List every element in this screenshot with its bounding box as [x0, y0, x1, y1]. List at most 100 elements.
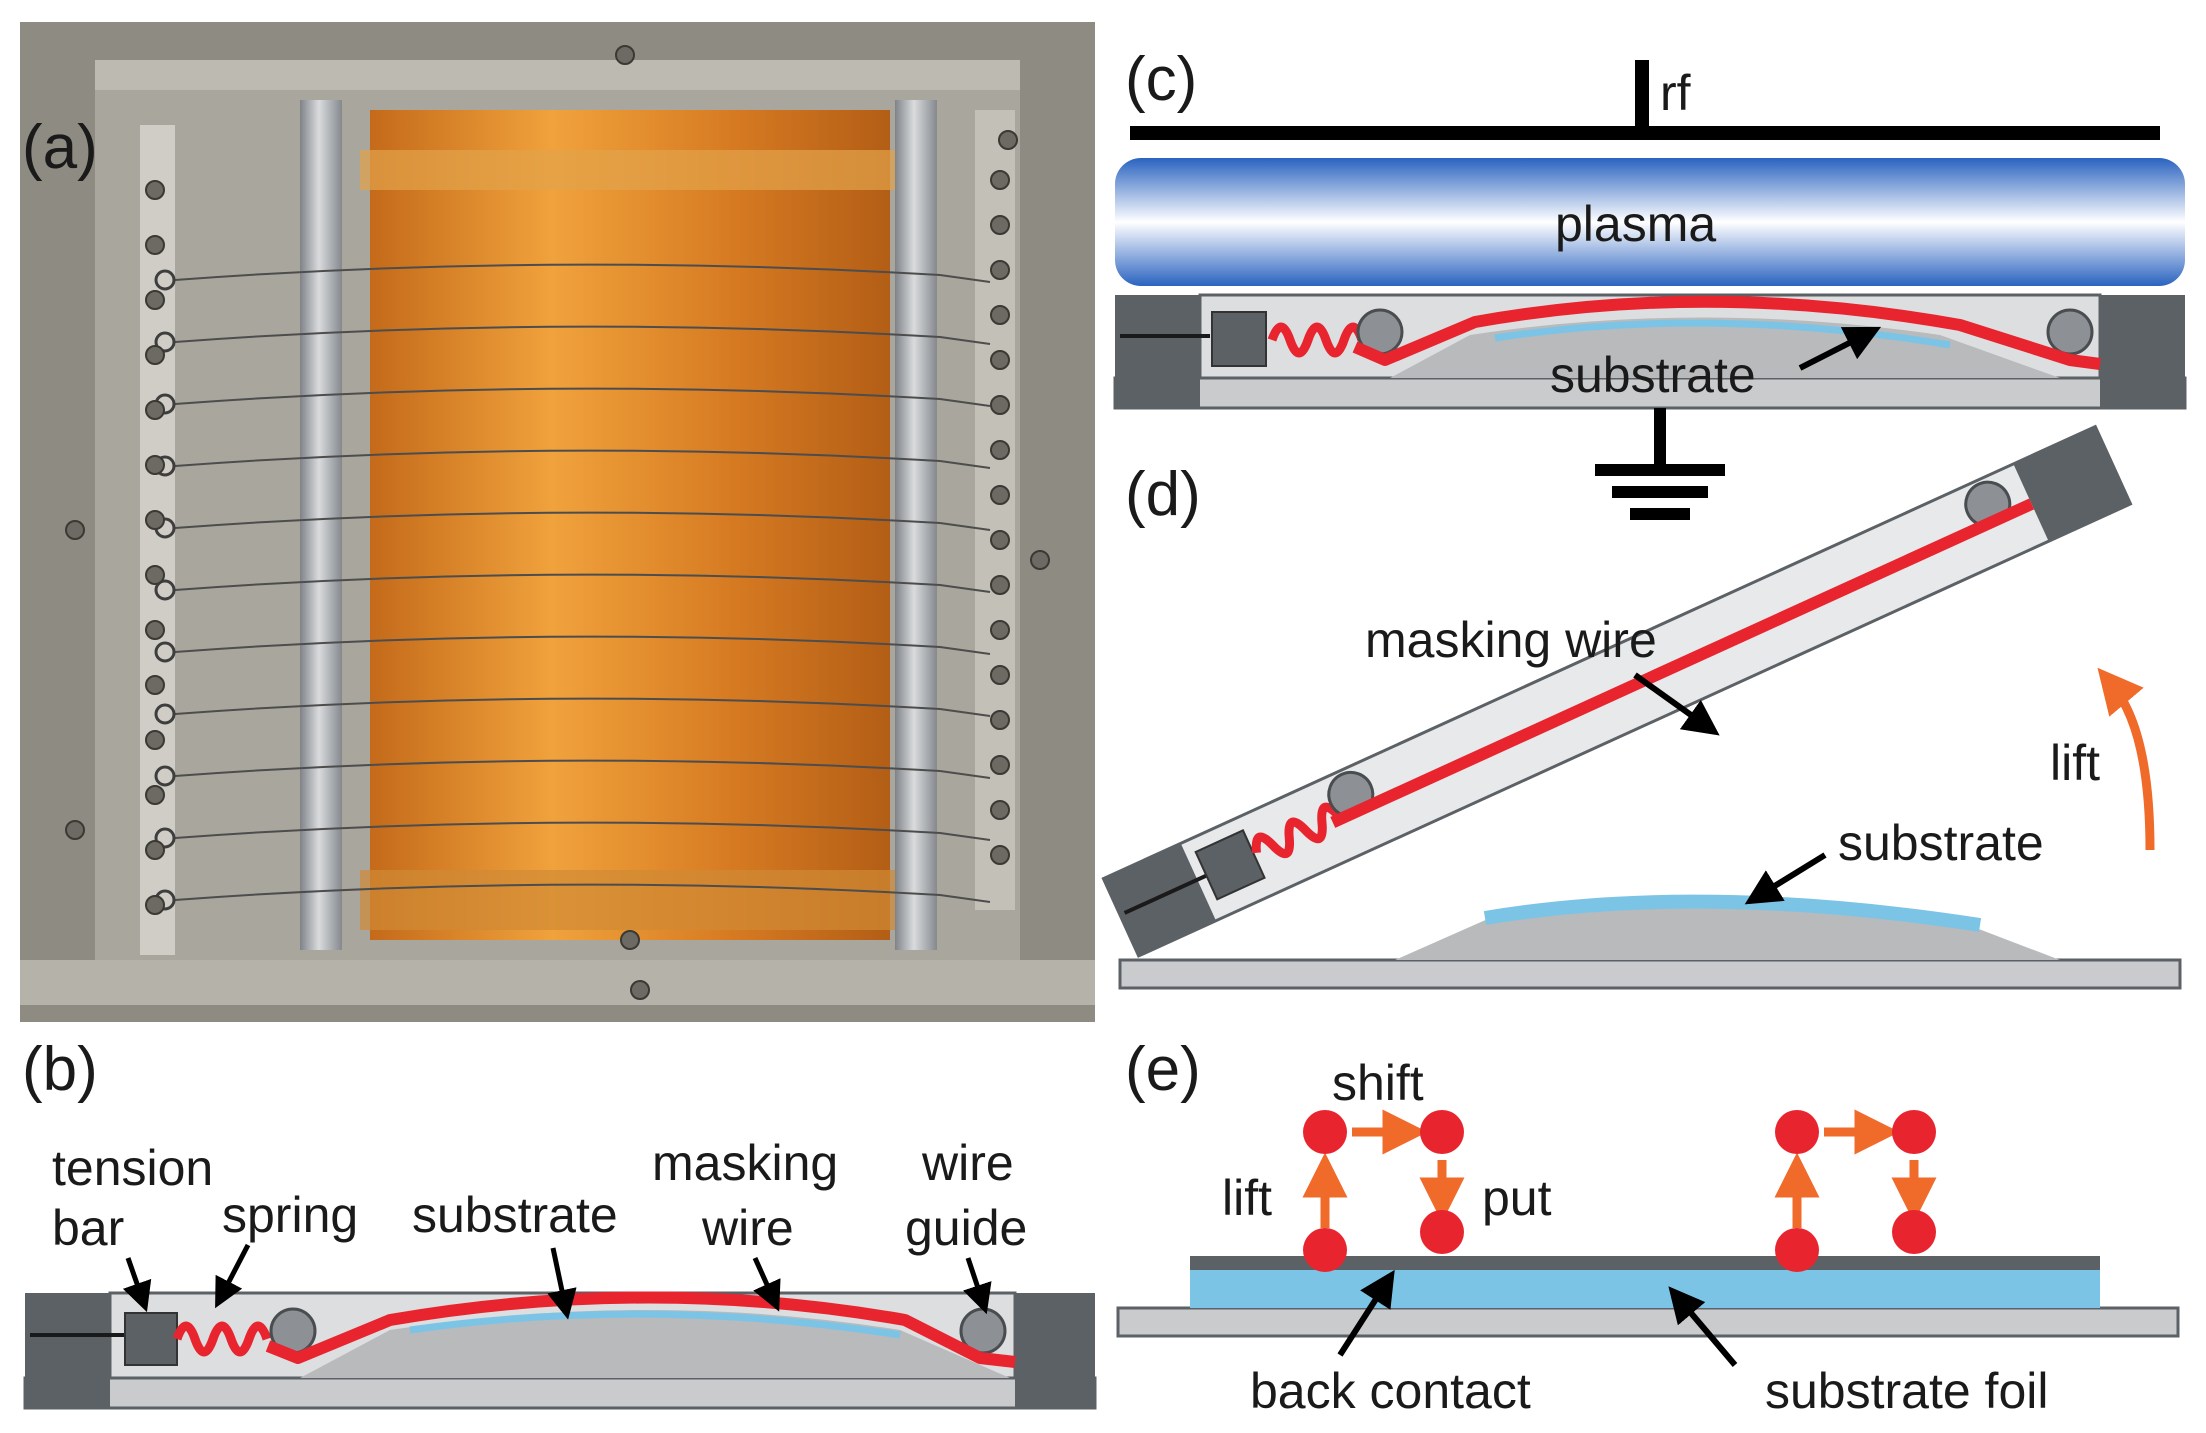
panel-b-label: (b) [22, 1035, 98, 1104]
photo-screw [990, 440, 1010, 460]
d-substrate [1483, 894, 1982, 932]
b-guide-arrow [963, 1257, 992, 1315]
e-substrate-foil-label: substrate foil [1765, 1363, 2048, 1419]
b-substrate-label: substrate [412, 1187, 618, 1243]
c-substrate-arrow [1798, 326, 1882, 371]
photo-wire [174, 325, 991, 345]
c-plasma-label: plasma [1555, 196, 1716, 252]
e-wire-position-start-1 [1303, 1228, 1347, 1272]
d-substrate-label: substrate [1838, 815, 2044, 871]
photo-screw [145, 290, 165, 310]
photo-screw [990, 305, 1010, 325]
e-shift-sequence-1 [1302, 1109, 1465, 1272]
d-lifted-frame [1101, 424, 2133, 958]
e-wire-position-lifted-1 [1303, 1110, 1347, 1154]
panel-e-label: (e) [1125, 1035, 1201, 1104]
c-right-block [2100, 295, 2185, 408]
d-lift-label: lift [2050, 735, 2100, 791]
panel-c-label: (c) [1125, 45, 1197, 114]
d-right-block [2013, 426, 2131, 542]
b-spring-arrow [215, 1243, 251, 1309]
b-right-block [1015, 1293, 1095, 1408]
photo-tension-bar [140, 125, 175, 955]
photo-screw [145, 565, 165, 585]
d-tension-screw [1123, 873, 1208, 915]
photo-spring-hook [154, 827, 176, 849]
d-masking-arrow [1633, 672, 1720, 736]
photo-bottom-rim [20, 960, 1095, 1005]
e-wire-position-shifted-1 [1420, 1110, 1464, 1154]
b-tension-label-2: bar [52, 1200, 124, 1256]
d-base-plate [1118, 958, 2182, 990]
b-left-block [25, 1293, 110, 1408]
panel-d: (d) masking wire substrate lift [1101, 424, 2182, 990]
photo-screw [145, 730, 165, 750]
e-put-label: put [1482, 1170, 1552, 1226]
c-substrate-label: substrate [1550, 347, 1756, 403]
e-back-contact [1190, 1256, 2100, 1270]
d-tension-bar-block [1194, 829, 1266, 901]
photo-screw [145, 400, 165, 420]
e-base-plate [1116, 1306, 2180, 1338]
e-shift-label: shift [1332, 1055, 1424, 1111]
b-spring [172, 1321, 272, 1357]
photo-screw [990, 485, 1010, 505]
photo-wire [174, 697, 991, 717]
d-masking-wire [1330, 498, 2035, 828]
photo-right-roller [895, 100, 937, 950]
photo-wire [174, 883, 991, 903]
photo-film-tape-top [360, 150, 900, 190]
b-masking-arrow [752, 1256, 781, 1312]
b-masking-label-1: masking [652, 1135, 838, 1191]
b-guide-label-1: wire [921, 1135, 1014, 1191]
photo-screw [990, 755, 1010, 775]
photo-screw [990, 395, 1010, 415]
photo-screw [145, 785, 165, 805]
photo-spring-hook [154, 579, 176, 601]
b-guide-label-2: guide [905, 1200, 1027, 1256]
photo-screw [1030, 550, 1050, 570]
photo-spring-hook [154, 641, 176, 663]
photo-spring-hook [154, 269, 176, 291]
d-masking-wire-label: masking wire [1365, 612, 1657, 668]
e-shift-sequence-2 [1774, 1109, 1937, 1272]
b-masking-label-2: wire [701, 1200, 794, 1256]
e-wire-position-lifted-2 [1775, 1110, 1819, 1154]
e-lift-label: lift [1222, 1170, 1272, 1226]
c-left-block [1115, 295, 1200, 408]
e-wire-position-shifted-2 [1892, 1110, 1936, 1154]
d-lift-arrow [2097, 667, 2155, 851]
ground-icon [1595, 408, 1725, 520]
e-substrate-foil [1190, 1270, 2100, 1308]
panel-a-photo: (a) [20, 22, 1095, 1022]
photo-screw [615, 45, 635, 65]
e-back-contact-label: back contact [1250, 1363, 1531, 1419]
photo-wire [174, 635, 991, 655]
b-tension-arrow [122, 1257, 152, 1313]
photo-top-rim [95, 60, 1020, 90]
photo-screw [145, 235, 165, 255]
photo-wire [174, 759, 991, 779]
photo-screw [145, 510, 165, 530]
photo-spring-hook [154, 765, 176, 787]
b-masking-wire [265, 1291, 1016, 1368]
photo-screw [65, 820, 85, 840]
photo-wire [174, 263, 991, 283]
d-substrate-arrow [1744, 852, 1827, 905]
b-base-plate [23, 1376, 1097, 1410]
photo-screw [145, 345, 165, 365]
photo-wires [154, 263, 991, 911]
b-tension-label-1: tension [52, 1140, 213, 1196]
photo-spring-hook [154, 703, 176, 725]
panel-b: (b) tension bar spring substrate masking… [22, 1035, 1097, 1410]
d-spring [1251, 802, 1342, 859]
photo-spring-hook [154, 331, 176, 353]
photo-screw [145, 895, 165, 915]
photo-film-tape-bottom [360, 870, 900, 930]
e-wire-position-put-1 [1420, 1210, 1464, 1254]
photo-screw [998, 130, 1018, 150]
photo-screw [145, 620, 165, 640]
d-left-block [1103, 843, 1217, 956]
photo-screw [990, 575, 1010, 595]
photo-wire [174, 449, 991, 469]
